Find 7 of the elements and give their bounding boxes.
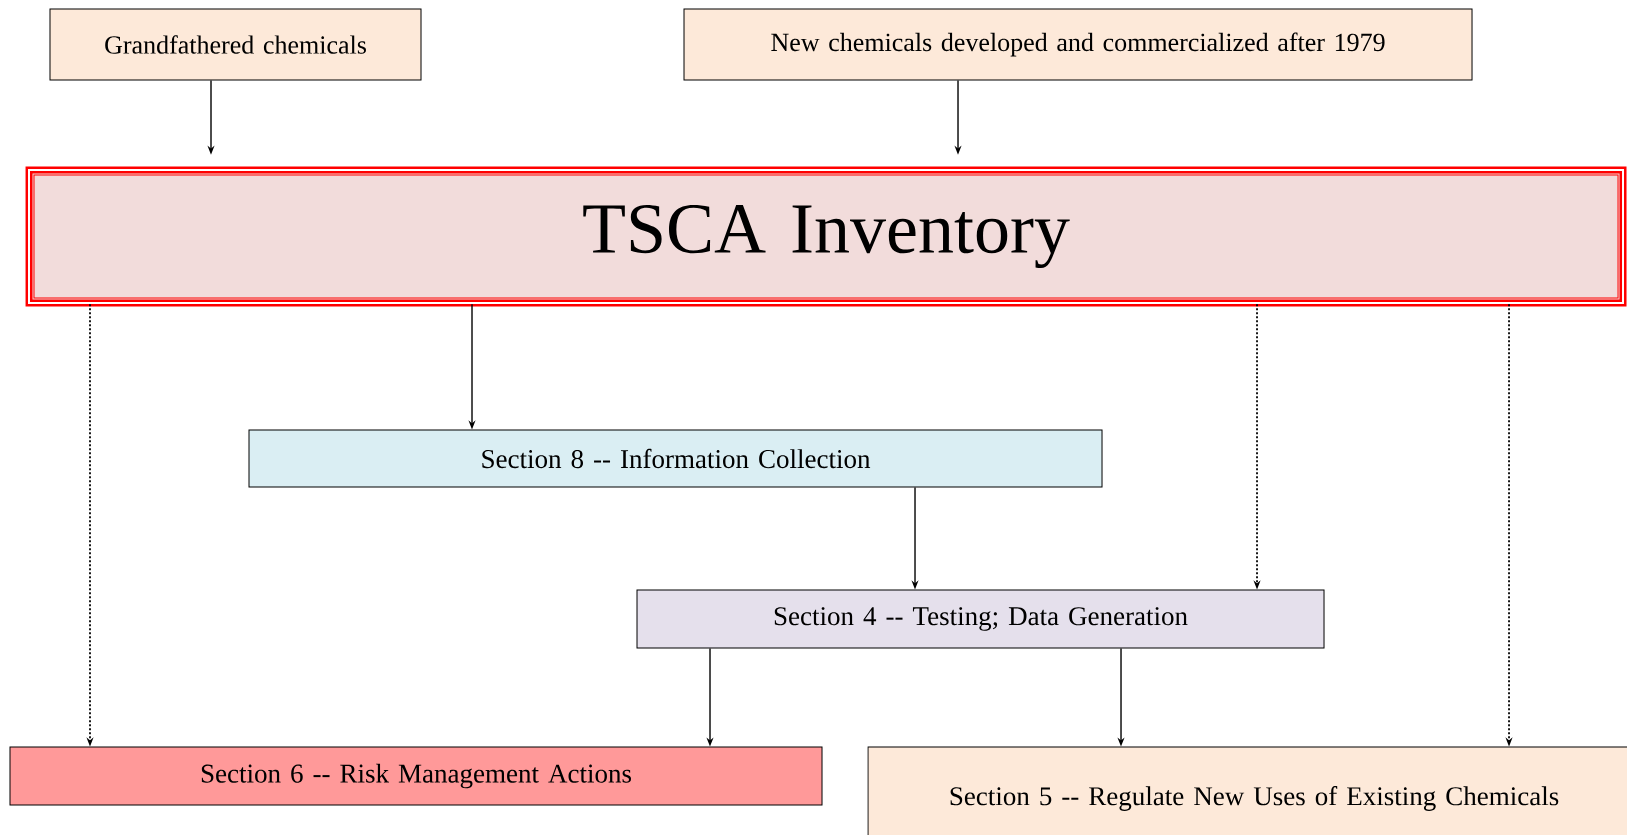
process-box: Section 6 -- Risk Management Actions: [9, 746, 823, 806]
inventory-banner: TSCA Inventory: [25, 166, 1627, 307]
process-box: New chemicals developed and commercialized after 1979: [683, 8, 1473, 81]
process-box: Section 4 -- Testing; Data Generation: [636, 589, 1325, 649]
process-box: Grandfathered chemicals: [49, 8, 422, 81]
process-box: Section 8 -- Information Collection: [248, 429, 1103, 488]
process-box: Section 5 -- Regulate New Uses of Existing Chemicals: [867, 746, 1627, 835]
